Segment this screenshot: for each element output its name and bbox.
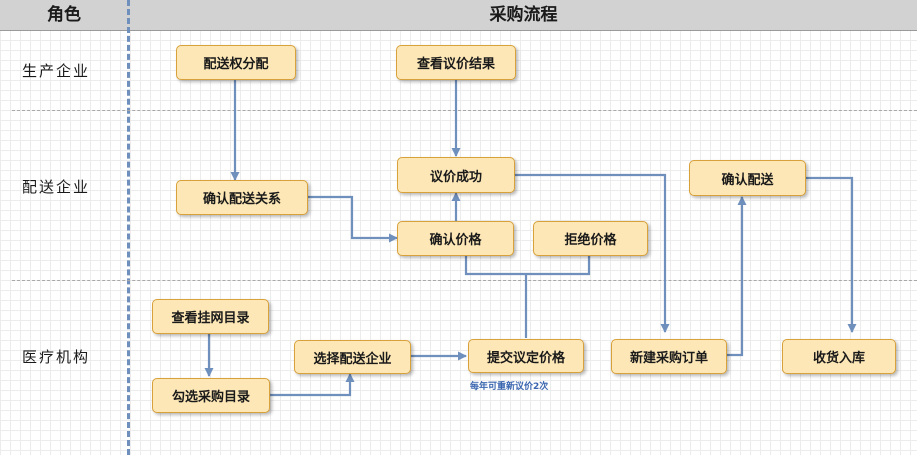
- edge-n7-n13: [806, 176, 857, 333]
- column-divider: [127, 0, 130, 455]
- lane-label-manufacturer: 生产企业: [22, 62, 91, 80]
- lane-divider-1: [12, 110, 917, 111]
- node-negotiation-success[interactable]: 议价成功: [397, 157, 515, 193]
- lane-divider-2: [12, 280, 917, 281]
- node-select-distributor[interactable]: 选择配送企业: [294, 340, 411, 374]
- node-reject-price[interactable]: 拒绝价格: [533, 221, 648, 256]
- renegotiation-note: 每年可重新议价2次: [470, 382, 549, 392]
- node-distribution-rights[interactable]: 配送权分配: [176, 45, 296, 80]
- node-confirm-delivery[interactable]: 确认配送: [689, 160, 806, 196]
- lane-label-distributor: 配送企业: [22, 178, 91, 196]
- node-receive-into-stock[interactable]: 收货入库: [782, 339, 896, 374]
- edge-n3-n12: [515, 173, 670, 333]
- node-create-purchase-order[interactable]: 新建采购订单: [611, 339, 727, 374]
- node-view-catalog[interactable]: 查看挂网目录: [152, 299, 269, 334]
- node-submit-negotiated-price[interactable]: 提交议定价格: [468, 339, 584, 373]
- node-view-negotiation-result[interactable]: 查看议价结果: [396, 45, 516, 80]
- flow-column-title: 采购流程: [489, 5, 558, 25]
- edge-n4-n5: [308, 195, 398, 243]
- edge-n11-n5-n6: [464, 256, 591, 338]
- node-confirm-distribution-relation[interactable]: 确认配送关系: [176, 180, 308, 215]
- node-confirm-price[interactable]: 确认价格: [397, 221, 514, 256]
- role-column-title: 角色: [47, 5, 81, 25]
- edge-n9-n10: [270, 373, 355, 397]
- lane-label-medical-institution: 医疗机构: [22, 348, 91, 366]
- header-bar: 角色 采购流程: [0, 0, 917, 31]
- node-select-purchase-catalog[interactable]: 勾选采购目录: [152, 378, 270, 413]
- edge-n12-n7: [727, 196, 747, 357]
